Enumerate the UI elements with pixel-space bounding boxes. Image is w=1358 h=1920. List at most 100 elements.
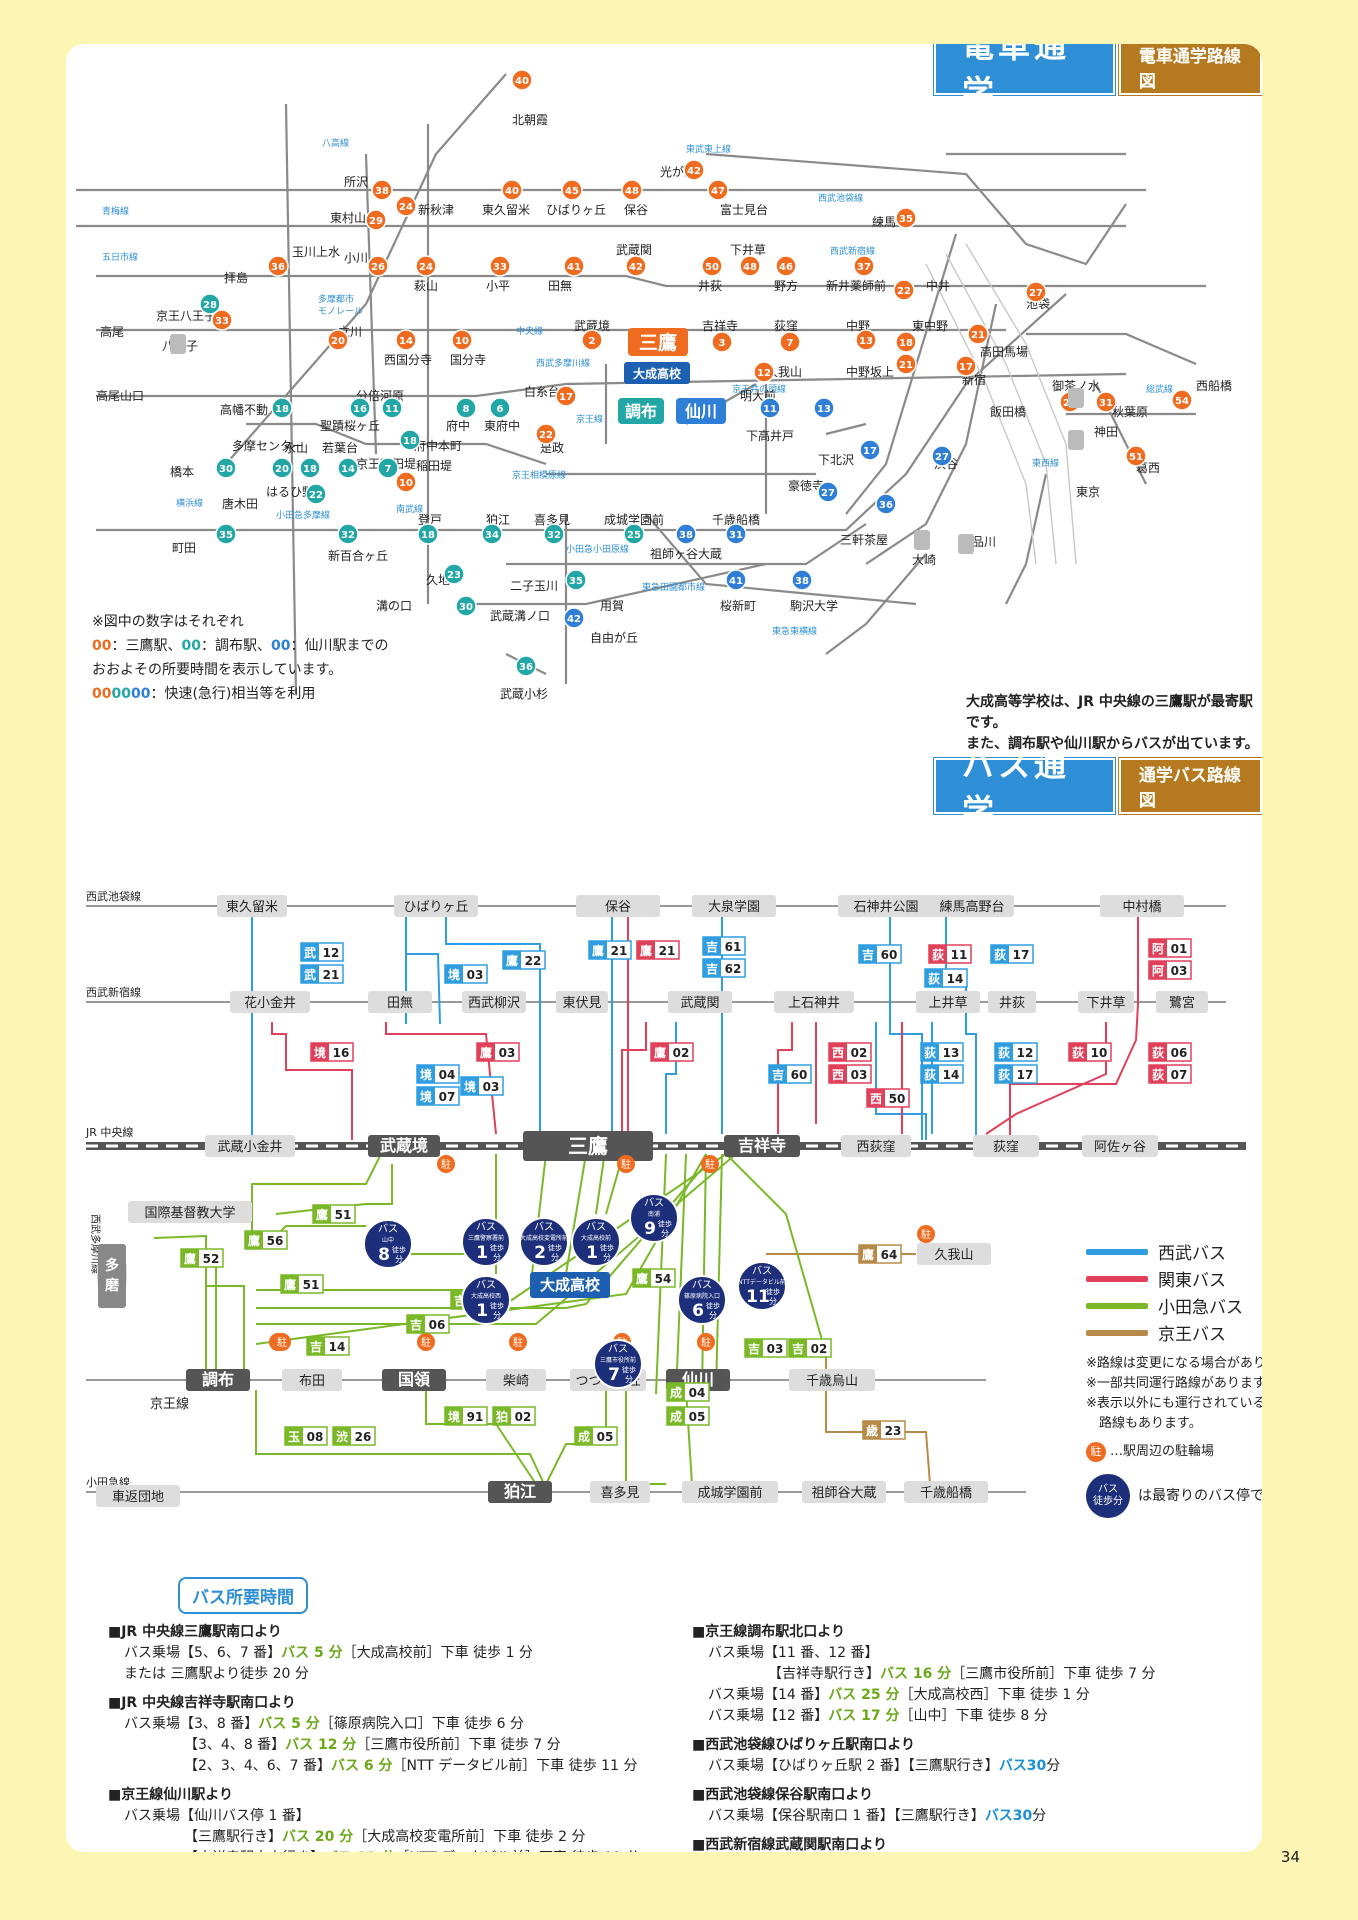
bus-station: 東伏見 bbox=[556, 991, 608, 1013]
bus-station-box bbox=[724, 1135, 800, 1157]
time-circle: 8 bbox=[455, 397, 477, 419]
time-circle: 20 bbox=[271, 457, 293, 479]
bus-station-label: 鷺宮 bbox=[1169, 995, 1195, 1011]
time-circle-num: 10 bbox=[399, 478, 413, 489]
bus-time-line: 【吉祥寺駅中央行き】バス 13 分［NTT データビル前］下車 徒歩 11 分 bbox=[108, 1848, 668, 1852]
bus-time-text: 【2、3、4、6、7 番】 bbox=[184, 1758, 331, 1774]
bus-time-line: 【三鷹駅行き】バス 20 分［大成高校変電所前］下車 徒歩 2 分 bbox=[108, 1827, 668, 1848]
time-circle-dot bbox=[535, 423, 557, 445]
route-tag-kanji: 荻 bbox=[994, 947, 1006, 962]
route-tag-head bbox=[477, 1043, 495, 1061]
route-tag-head bbox=[667, 1383, 685, 1401]
bus-time-duration: バス 6 分 bbox=[331, 1758, 393, 1774]
time-circle-num: 32 bbox=[341, 530, 355, 541]
time-circle-num: 38 bbox=[679, 530, 693, 541]
bus-stop-walk: 徒歩 bbox=[706, 1301, 720, 1310]
line-label-ikebukuro: 西武池袋線 bbox=[86, 889, 141, 903]
time-circle-num: 35 bbox=[899, 214, 913, 225]
bus-stop-walk: 徒歩 bbox=[600, 1243, 614, 1252]
bus-stop-name: 大成高校変電所前 bbox=[520, 1234, 568, 1242]
route-tag-number: 60 bbox=[881, 948, 898, 962]
time-circle-dot bbox=[895, 207, 917, 229]
route-tag-kanji: 鷹 bbox=[592, 943, 604, 958]
route-tag-head bbox=[651, 1043, 669, 1061]
time-circle-dot bbox=[271, 397, 293, 419]
bus-time-line: バス乗場【仙川バス停 1 番】 bbox=[108, 1806, 668, 1827]
time-circle-dot bbox=[707, 179, 729, 201]
time-circle-num: 51 bbox=[1129, 452, 1143, 463]
route-tag-head bbox=[445, 965, 463, 983]
line-label-ikebukuro: 西武池袋線 bbox=[818, 192, 863, 204]
parking-dot bbox=[509, 1333, 527, 1351]
bus-stop-circle bbox=[593, 1339, 643, 1389]
route-tag-kanji: 境 bbox=[448, 1409, 460, 1424]
route-tag-head bbox=[637, 941, 655, 959]
time-circle: 45 bbox=[561, 179, 583, 201]
route-tag-number: 14 bbox=[947, 972, 964, 986]
route-tag-head bbox=[633, 1269, 651, 1287]
station-label: 荻窪 bbox=[774, 318, 798, 333]
stop-note: は最寄りのバス停です。 bbox=[1138, 1488, 1262, 1504]
bus-station: 鷺宮 bbox=[1156, 991, 1208, 1013]
time-circle-dot bbox=[337, 457, 359, 479]
route-tag-number: 03 bbox=[851, 1068, 868, 1082]
time-circle: 16 bbox=[349, 397, 371, 419]
route-tag-number: 17 bbox=[1013, 948, 1030, 962]
bus-station-label: 喜多見 bbox=[600, 1485, 639, 1501]
line-label-tojo: 東武東上線 bbox=[686, 143, 731, 155]
bus-station-box bbox=[1100, 895, 1184, 917]
station-label: 吉祥寺 bbox=[702, 319, 738, 333]
parking-text: 駐 bbox=[621, 1158, 631, 1171]
bus-station-box bbox=[988, 991, 1036, 1013]
bus-station-label: 千歳船橋 bbox=[920, 1486, 972, 1501]
bus-stop-name: 山中 bbox=[382, 1236, 394, 1244]
time-circle: 11 bbox=[759, 397, 781, 419]
time-circle-dot bbox=[893, 279, 915, 301]
time-circle-num: 6 bbox=[497, 404, 504, 415]
bus-station-label: 西武柳沢 bbox=[468, 996, 520, 1011]
time-circle-dot bbox=[443, 563, 465, 585]
time-circle-dot bbox=[417, 523, 439, 545]
bus-stop-min: 2 bbox=[534, 1243, 546, 1263]
time-circle-dot bbox=[561, 179, 583, 201]
bus-station: 柴崎 bbox=[486, 1369, 546, 1391]
route-tag-number: 03 bbox=[467, 968, 484, 982]
time-circle-num: 17 bbox=[863, 446, 877, 457]
time-circle-dot bbox=[1171, 389, 1193, 411]
bus-stop-unit: 分 bbox=[661, 1229, 669, 1238]
legend-label: 西武バス bbox=[1158, 1244, 1226, 1264]
bus-station: 武蔵関 bbox=[668, 991, 732, 1013]
station-label: 中井 bbox=[926, 278, 950, 293]
time-circle-dot bbox=[215, 523, 237, 545]
time-circle-num: 32 bbox=[547, 530, 561, 541]
bus-time-text: バス乗場【11 番、12 番】 bbox=[708, 1645, 879, 1661]
time-circle: 27 bbox=[1025, 281, 1047, 303]
station-label: 下北沢 bbox=[818, 453, 854, 467]
bus-stop-walk: 徒歩 bbox=[766, 1287, 780, 1296]
page-card: 電車通学 電車通学路線図 八高線 青梅線 bbox=[66, 44, 1262, 1852]
bus-station-label: 武蔵小金井 bbox=[217, 1139, 282, 1155]
time-circle: 33 bbox=[211, 309, 233, 331]
station-label: 品川 bbox=[972, 535, 996, 549]
time-circle-dot bbox=[623, 523, 645, 545]
bus-time-text: 【吉祥寺駅中央行き】 bbox=[184, 1850, 324, 1852]
station-label: 田無 bbox=[548, 278, 572, 293]
bus-stop-min: 1 bbox=[476, 1301, 488, 1321]
time-circle-num: 7 bbox=[385, 464, 392, 475]
bus-stop-min: 11 bbox=[746, 1287, 770, 1307]
parking-legend: 駐…駅周辺の駐輪場 bbox=[1086, 1442, 1262, 1462]
time-circle-num: 27 bbox=[935, 452, 949, 463]
terminal-marker bbox=[170, 334, 186, 354]
bus-station-label: ひばりヶ丘 bbox=[403, 900, 468, 915]
time-circle-num: 20 bbox=[275, 464, 289, 475]
bus-station-label: 祖師谷大蔵 bbox=[811, 1486, 876, 1501]
route-tag-head bbox=[1149, 1065, 1167, 1083]
time-circle: 40 bbox=[501, 179, 523, 201]
bus-stop-unit: 分 bbox=[493, 1253, 501, 1262]
